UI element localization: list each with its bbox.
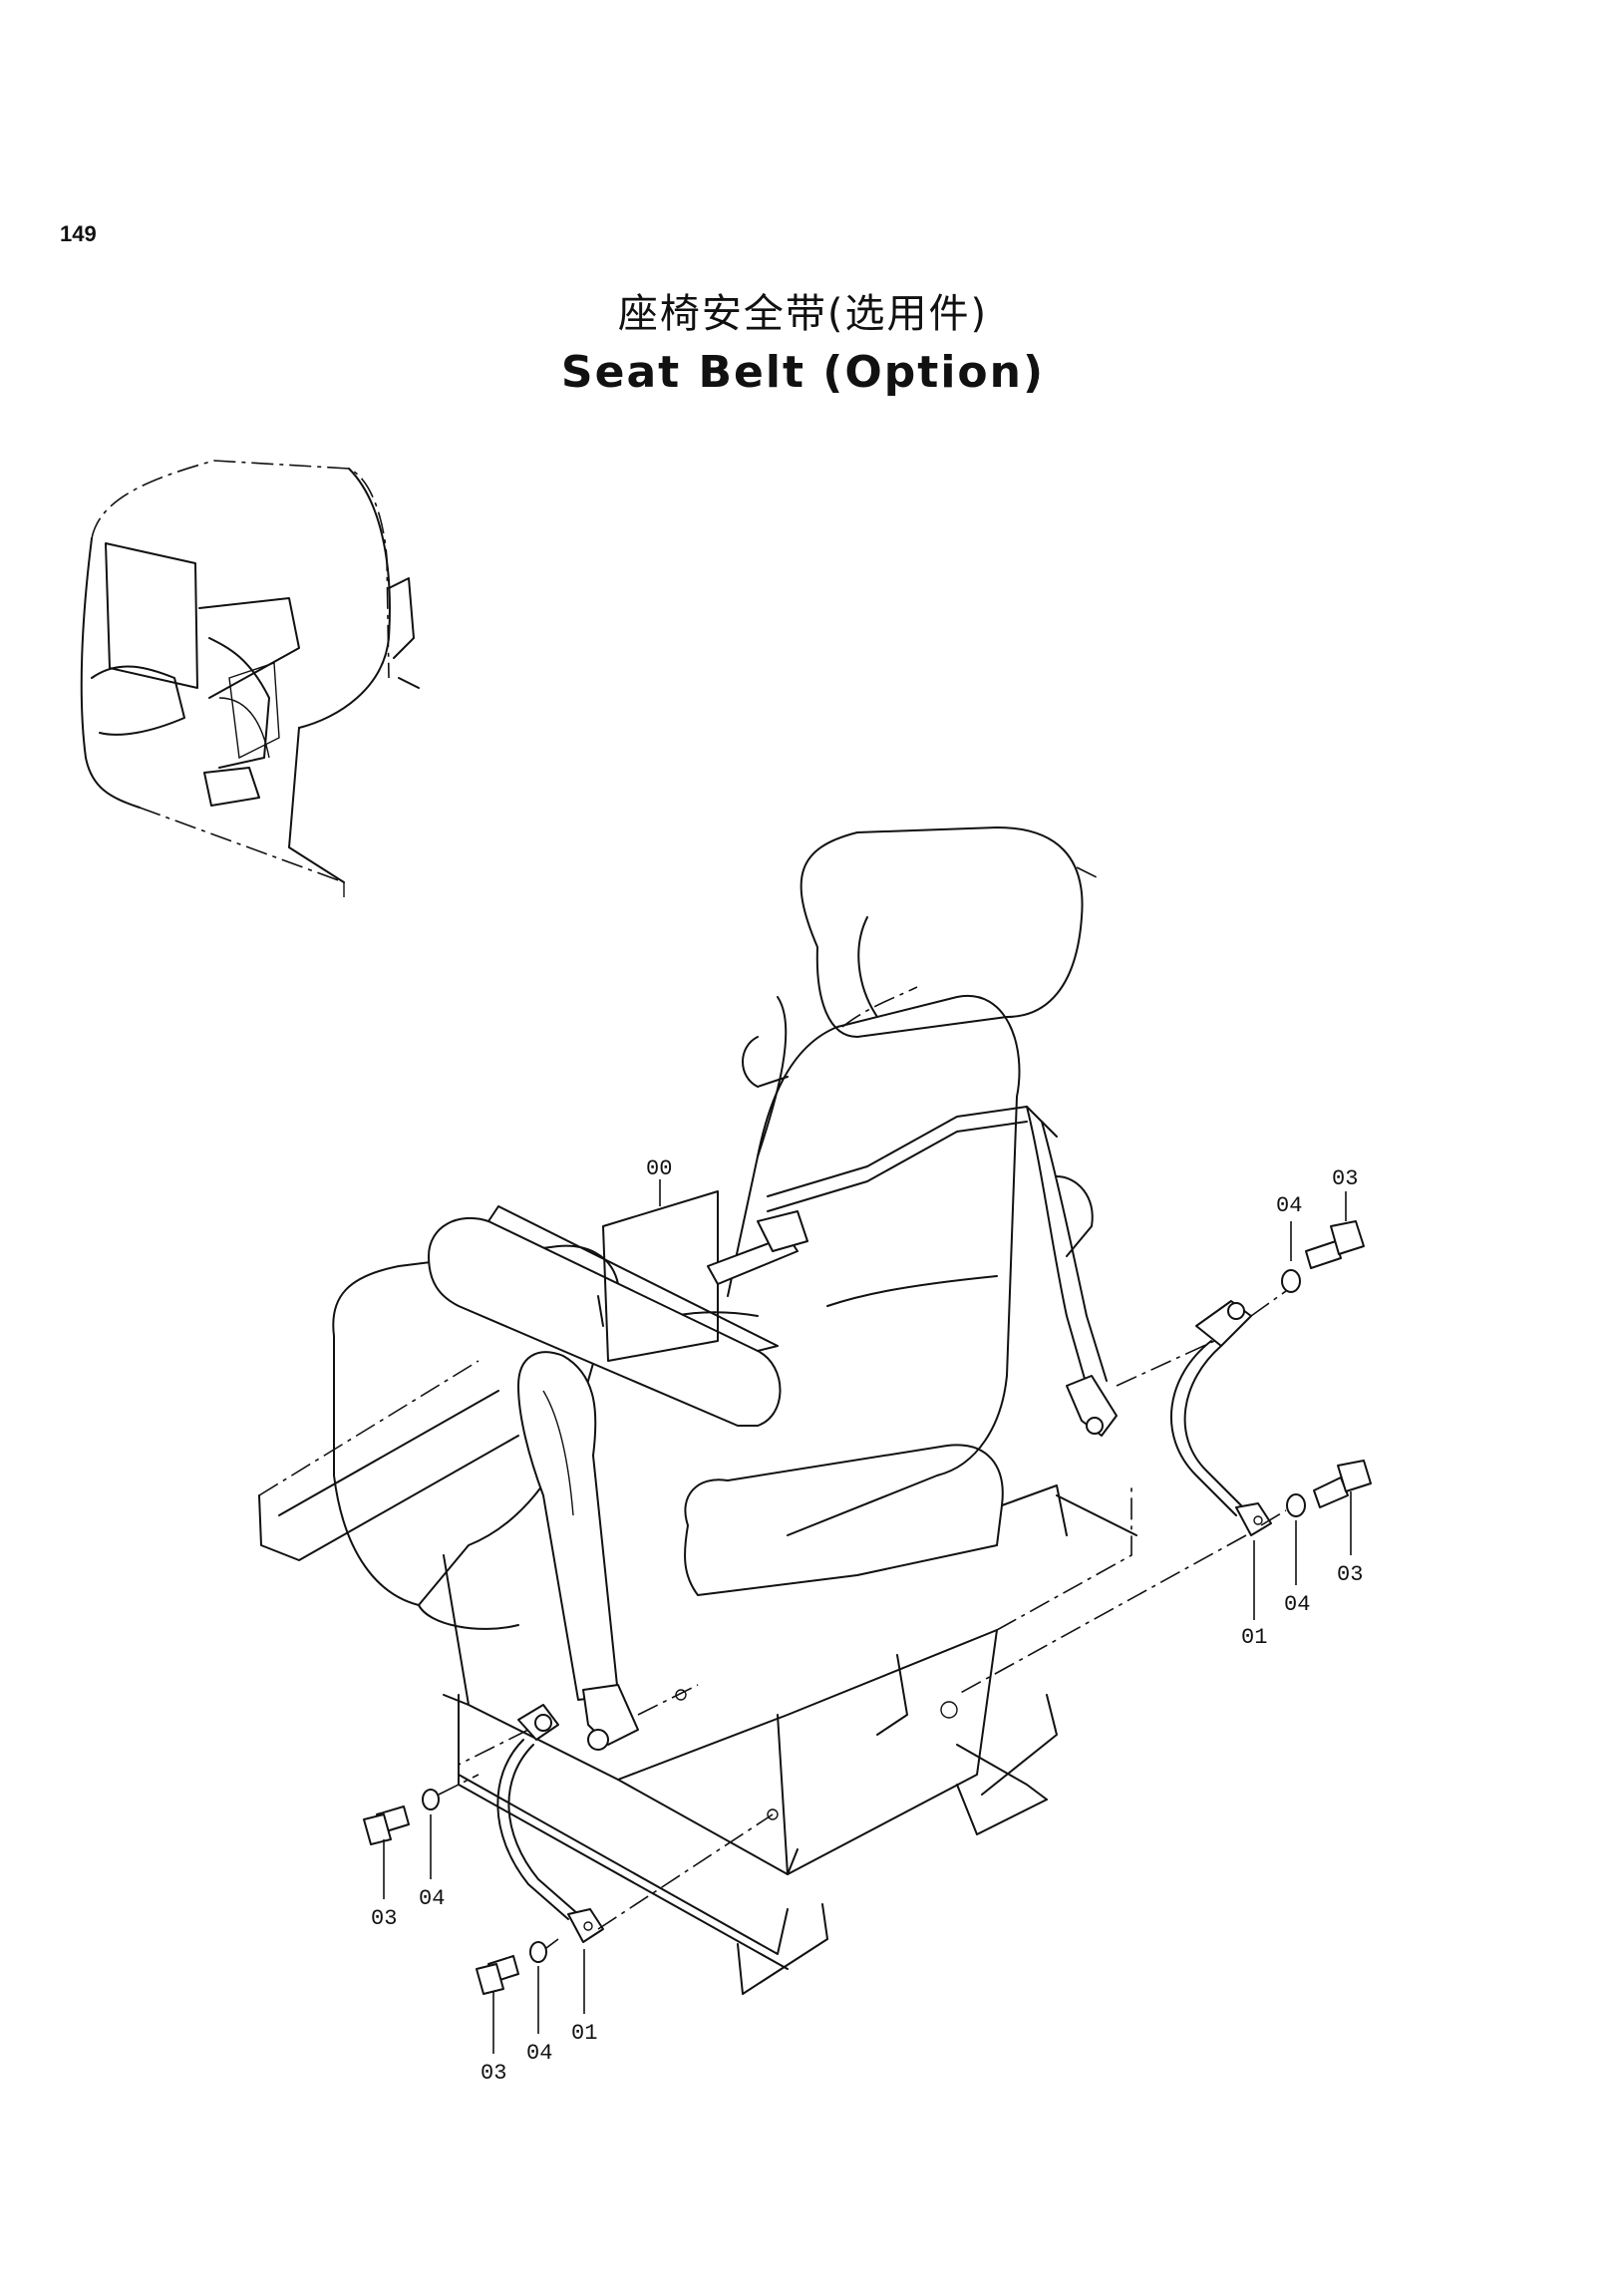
page-title-english: Seat Belt (Option) bbox=[560, 347, 1046, 398]
seat-base-frame bbox=[258, 1360, 1137, 1995]
seat-backrest bbox=[727, 986, 1094, 1536]
label-04-upper-right: 04 bbox=[1276, 1193, 1302, 1218]
label-01-right: 01 bbox=[1241, 1625, 1267, 1650]
assembly-tag bbox=[602, 1179, 719, 1362]
left-belt-anchor bbox=[582, 1684, 699, 1751]
label-04-right-lower: 04 bbox=[1284, 1592, 1310, 1617]
belt-webbing bbox=[517, 1106, 1108, 1701]
label-03-right-lower: 03 bbox=[1337, 1562, 1363, 1587]
left-cable-assembly bbox=[458, 1704, 774, 2014]
right-lower-fasteners bbox=[1286, 1460, 1372, 1585]
page-number: 149 bbox=[60, 221, 97, 246]
page-title-chinese: 座椅安全带(选用件) bbox=[617, 291, 989, 337]
label-01-left: 01 bbox=[571, 2021, 597, 2046]
label-00: 00 bbox=[646, 1156, 672, 1181]
label-03-left-upper: 03 bbox=[371, 1906, 397, 1931]
label-03-upper-right: 03 bbox=[1332, 1166, 1358, 1191]
right-cable-assembly bbox=[956, 1290, 1287, 1696]
right-belt-anchor bbox=[1066, 1330, 1237, 1437]
left-upper-fasteners bbox=[363, 1774, 480, 1899]
headrest bbox=[800, 826, 1098, 1038]
label-04-left-upper: 04 bbox=[419, 1886, 445, 1911]
seat-back-lower-cushion bbox=[684, 1444, 1068, 1596]
cab-location-inset bbox=[80, 460, 420, 897]
armrest bbox=[428, 1205, 782, 1427]
part-number-labels: 00 04 03 01 04 03 03 04 01 04 03 bbox=[371, 1156, 1363, 2086]
right-upper-fasteners bbox=[1281, 1191, 1365, 1293]
left-lower-fasteners bbox=[476, 1941, 547, 2054]
label-04-left-lower: 04 bbox=[526, 2041, 552, 2066]
label-03-left-lower: 03 bbox=[481, 2061, 506, 2086]
